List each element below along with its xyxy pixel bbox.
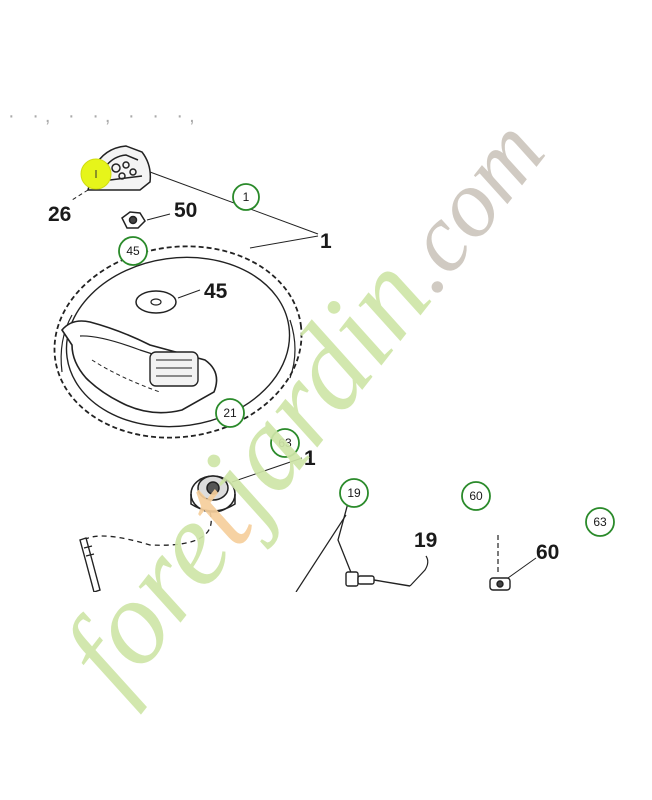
callout-1: 1 (232, 183, 260, 211)
callout-19: 19 (339, 478, 369, 508)
blank-lower-area (0, 592, 652, 800)
svg-text:63: 63 (593, 515, 607, 529)
callout-63: 63 (270, 428, 300, 458)
callout-63b: 63 (585, 507, 615, 537)
label-50: 50 (174, 199, 197, 222)
svg-text:45: 45 (126, 244, 140, 258)
nut-part-50 (121, 211, 146, 229)
label-60: 60 (536, 541, 559, 564)
hub-adapter-part-63 (190, 475, 236, 513)
label-19: 19 (414, 529, 437, 552)
svg-text:19: 19 (347, 486, 361, 500)
svg-text:63: 63 (278, 436, 292, 450)
bolt-part-19 (345, 571, 411, 587)
steering-wheel (53, 245, 303, 439)
label-26: 26 (48, 203, 71, 226)
svg-text:1: 1 (243, 190, 250, 204)
washer-part-45 (135, 290, 177, 314)
header-fragment: · ·, · ·, · · ·, (8, 105, 201, 127)
svg-text:60: 60 (469, 489, 483, 503)
svg-text:21: 21 (223, 406, 237, 420)
callout-21: 21 (215, 398, 245, 428)
callout-45: 45 (118, 236, 148, 266)
label-1-top: 1 (320, 230, 332, 253)
callout-60: 60 (461, 481, 491, 511)
steering-shaft (79, 537, 101, 593)
screw-part-60 (489, 577, 511, 591)
label-1-bottom: 1 (304, 447, 316, 470)
label-45: 45 (204, 280, 228, 303)
